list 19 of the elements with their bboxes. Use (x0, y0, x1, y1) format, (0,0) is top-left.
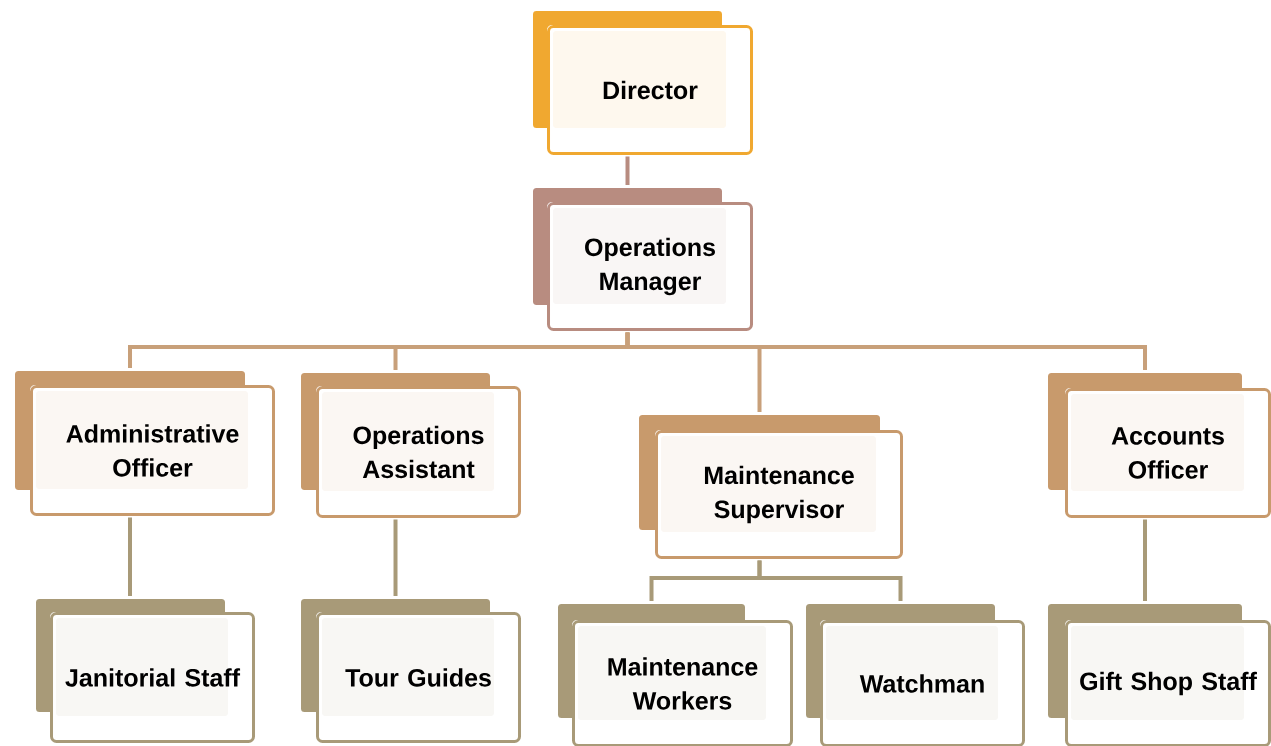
node-label: Janitorial Staff (65, 668, 241, 687)
org-card: Janitorial Staff (33, 596, 255, 743)
org-card: Accounts Officer (1045, 370, 1271, 518)
org-card: Operations Assistant (298, 370, 521, 518)
node-label: Tour Guides (345, 668, 491, 687)
org-card: Operations Manager (530, 185, 753, 331)
connector-line (393, 519, 398, 596)
connector-line (1143, 519, 1147, 601)
connector-line (625, 332, 1147, 370)
org-card: Maintenance Workers (555, 601, 793, 746)
org-card: Tour Guides (298, 596, 521, 743)
connector-line (757, 560, 903, 601)
org-card: Maintenance Supervisor (636, 412, 903, 559)
org-card: Administrative Officer (12, 368, 275, 516)
org-card: Watchman (803, 601, 1025, 746)
org-card: Director (530, 8, 753, 155)
connector-line (625, 156, 630, 185)
org-card: Gift Shop Staff (1045, 601, 1271, 746)
connector-line (128, 517, 132, 596)
